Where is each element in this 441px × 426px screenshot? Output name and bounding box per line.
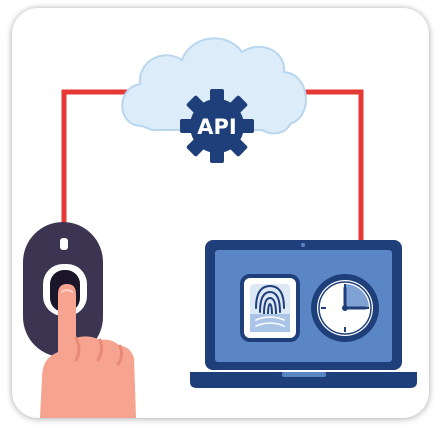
illustration-card: API xyxy=(12,8,429,418)
fingerprint-icon xyxy=(240,274,300,342)
left-connector-line xyxy=(61,89,142,230)
api-label: API xyxy=(197,115,236,139)
clock-icon xyxy=(311,274,379,342)
hand-icon xyxy=(40,284,136,418)
gear-icon: API xyxy=(180,89,254,163)
laptop-icon xyxy=(190,240,417,388)
connector-lines xyxy=(61,89,364,244)
cloud-icon xyxy=(121,37,307,135)
biometric-api-illustration: API xyxy=(23,37,417,418)
right-connector-line xyxy=(302,89,364,244)
